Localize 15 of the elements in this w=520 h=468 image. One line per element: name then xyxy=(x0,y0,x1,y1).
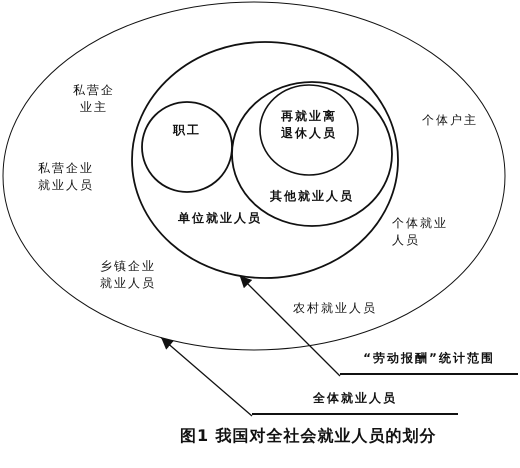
category-label: 职工 xyxy=(172,122,202,139)
leader-arrow xyxy=(160,337,252,416)
category-label: 个体户主 xyxy=(421,112,479,129)
category-label: 再就业离退休人员 xyxy=(280,108,338,142)
callout-label: 全体就业人员 xyxy=(252,390,458,415)
category-label: 单位就业人员 xyxy=(178,210,262,227)
category-label: 个体就业人员 xyxy=(392,215,449,249)
category-label: 私营企业主 xyxy=(72,82,116,116)
category-label: 乡镇企业就业人员 xyxy=(99,258,157,292)
category-label: 其他就业人员 xyxy=(269,188,355,205)
leader-arrow xyxy=(239,275,340,376)
figure-caption: 图1 我国对全社会就业人员的划分 xyxy=(180,426,437,447)
callout-label: “劳动报酬”统计范围 xyxy=(340,350,518,375)
category-label: 农村就业人员 xyxy=(292,300,378,317)
category-label: 私营企业就业人员 xyxy=(37,160,95,194)
